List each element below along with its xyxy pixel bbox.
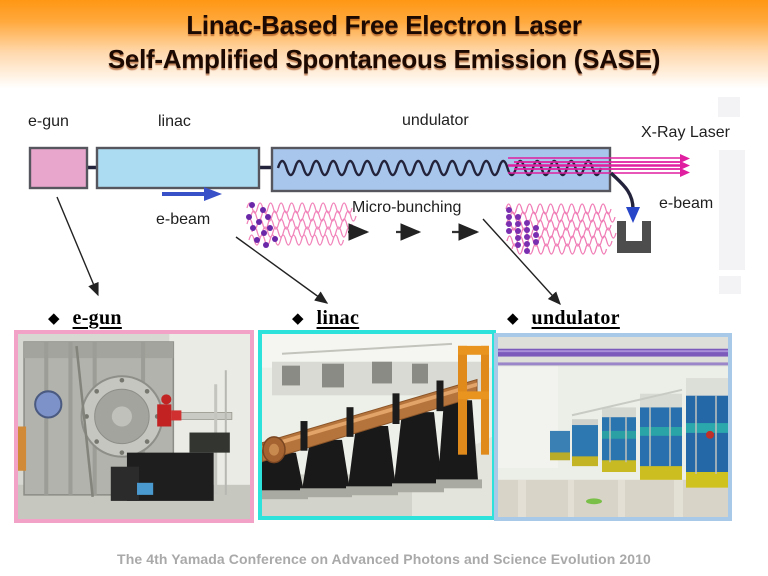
egun-photo xyxy=(14,330,254,523)
ebeam-right-label: e-beam xyxy=(659,195,714,212)
microbunch-waves-right xyxy=(505,203,617,255)
conference-footer: The 4th Yamada Conference on Advanced Ph… xyxy=(117,551,651,567)
fel-schematic-diagram: e-gun linac undulator X-Ray Laser e-beam… xyxy=(0,95,768,330)
linac-photo-image xyxy=(262,334,492,516)
caption-linac-text: linac xyxy=(316,307,360,329)
egun-label: e-gun xyxy=(28,113,69,130)
fel-schematic-drawing xyxy=(28,146,690,306)
microbunch-dots-right xyxy=(506,207,539,254)
slide-header: Linac-Based Free Electron Laser Self-Amp… xyxy=(0,0,768,96)
ebeam-left-label: e-beam xyxy=(156,211,211,228)
linac-label: linac xyxy=(158,113,191,130)
undulator-label: undulator xyxy=(402,112,469,129)
linac-photo xyxy=(258,330,496,520)
microbunch-dots-left xyxy=(246,202,278,248)
diamond-bullet-icon: ◆ xyxy=(292,309,304,327)
faint-artifact xyxy=(718,97,740,117)
diamond-bullet-icon: ◆ xyxy=(48,309,60,327)
faint-artifact xyxy=(719,150,745,270)
slide-title-line1: Linac-Based Free Electron Laser xyxy=(186,10,582,40)
callout-arrows xyxy=(56,196,561,306)
egun-photo-image xyxy=(18,334,250,519)
xray-beam-arrowheads xyxy=(680,154,690,177)
egun-box xyxy=(28,146,89,190)
caption-egun-text: e-gun xyxy=(72,307,122,329)
dump-arrowhead xyxy=(626,207,640,223)
caption-egun: ◆ e-gun xyxy=(48,307,122,330)
microbunching-label: Micro-bunching xyxy=(352,199,462,216)
xray-beam xyxy=(508,157,681,174)
undulator-photo-image xyxy=(498,337,728,517)
slide-title-line2: Self-Amplified Spontaneous Emission (SAS… xyxy=(107,44,661,74)
caption-linac: ◆ linac xyxy=(292,307,359,330)
caption-undulator-text: undulator xyxy=(531,307,620,329)
faint-artifact xyxy=(719,276,741,294)
beam-dump-cup xyxy=(617,221,651,253)
xray-laser-label: X-Ray Laser xyxy=(641,124,730,141)
linac-box xyxy=(95,146,261,190)
undulator-photo xyxy=(494,333,732,521)
caption-undulator: ◆ undulator xyxy=(507,307,620,330)
spent-beam-path xyxy=(609,171,635,210)
ebeam-direction-arrow xyxy=(162,187,222,201)
diamond-bullet-icon: ◆ xyxy=(507,309,519,327)
